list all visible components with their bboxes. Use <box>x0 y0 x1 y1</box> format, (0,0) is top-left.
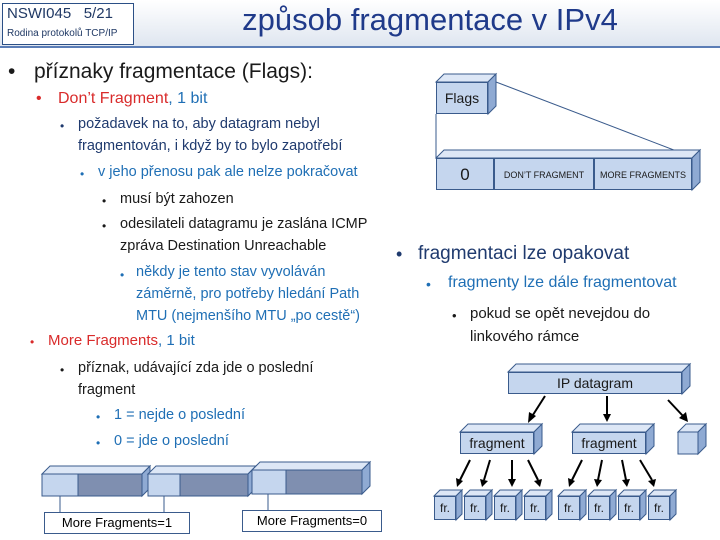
df-discard: musí být zahozen <box>120 191 234 207</box>
mf-one: 1 = nejde o poslední <box>114 407 246 423</box>
leaf-fragment: fr. <box>464 496 486 520</box>
frag2-top <box>146 465 258 475</box>
arrow-head <box>528 412 536 423</box>
leaf-fragment: fr. <box>494 496 516 520</box>
slide-header: NSWI045 5/21 Rodina protokolů TCP/IP způ… <box>0 0 720 48</box>
df-desc-line2: fragmentován, i když by to bylo zapotřeb… <box>78 138 343 154</box>
bullet-dot-icon: • <box>426 276 431 292</box>
bullet-dot-icon: • <box>102 194 107 208</box>
leaf-fragment: fr. <box>588 496 610 520</box>
bit-row-side <box>691 148 701 192</box>
frag1-top <box>40 465 152 475</box>
df-intent-line1: někdy je tento stav vyvoláván <box>136 264 326 280</box>
mf-desc-line1: příznak, udávající zda jde o poslední <box>78 360 314 376</box>
flags-connector-right <box>495 81 701 161</box>
flags-box: Flags <box>436 82 488 114</box>
bullet-dot-icon: • <box>452 308 457 323</box>
flags-box-side <box>487 72 497 116</box>
ip-datagram-top <box>506 363 692 373</box>
bullet-dot-icon: • <box>60 119 65 133</box>
course-code-text: NSWI045 <box>7 5 72 22</box>
bullet-dot-icon: • <box>96 436 101 450</box>
leaf-fragment: fr. <box>434 496 456 520</box>
frag1-payload <box>77 473 143 497</box>
frag2-header <box>147 473 181 497</box>
course-name: Rodina protokolů TCP/IP <box>7 28 118 39</box>
fragment-b-side <box>645 422 655 456</box>
slide-title: způsob fragmentace v IPv4 <box>242 2 618 37</box>
arrow-head <box>679 412 688 422</box>
fragment-a-side <box>533 422 543 456</box>
flags-box-top <box>434 73 498 83</box>
arrow-to-fragment-a <box>530 395 546 419</box>
bullet-dot-icon: • <box>36 90 42 107</box>
repeat-heading: fragmentaci lze opakovat <box>418 243 630 264</box>
bullet-dot-icon: • <box>102 219 107 233</box>
fragment-b-box: fragment <box>572 432 646 454</box>
bit-zero: 0 <box>436 158 494 190</box>
arrow-to-small-fragment <box>667 399 684 417</box>
df-transfer: v jeho přenosu pak ale nelze pokračovat <box>98 164 358 180</box>
bullet-dot-icon: • <box>120 268 125 282</box>
small-fragment-box <box>677 431 699 455</box>
mf-zero: 0 = jde o poslední <box>114 433 229 449</box>
df-icmp-line1: odesilateli datagramu je zaslána ICMP <box>120 216 368 232</box>
frag1-header <box>41 473 79 497</box>
bit-more-fragments: MORE FRAGMENTS <box>594 158 692 190</box>
bullet-dot-icon: • <box>396 244 403 264</box>
more-fragments-line: More Fragments, 1 bit <box>48 332 195 349</box>
arrow-head <box>603 414 611 422</box>
dont-fragment-line: Don’t Fragment, 1 bit <box>58 90 207 108</box>
ip-datagram-side <box>681 362 691 396</box>
more-fragments-name: More Fragments <box>48 332 159 349</box>
frag3-top <box>250 461 372 471</box>
ip-datagram-box: IP datagram <box>508 372 682 394</box>
flags-heading: příznaky fragmentace (Flags): <box>34 60 313 83</box>
fragment-b-top <box>570 423 656 433</box>
mf1-label: More Fragments=1 <box>44 512 190 534</box>
fragment-a-top <box>458 423 544 433</box>
leaf-fragment: fr. <box>618 496 640 520</box>
df-desc-line1: požadavek na to, aby datagram nebyl <box>78 116 320 132</box>
leaf-fragment: fr. <box>648 496 670 520</box>
slide-number: 5/21 <box>83 5 113 22</box>
df-intent-line2: záměrně, pro potřeby hledání Path <box>136 286 360 302</box>
bit-dont-fragment: DON’T FRAGMENT <box>494 158 594 190</box>
repeat-line2: linkového rámce <box>470 328 580 345</box>
mf-desc-line2: fragment <box>78 382 136 398</box>
dont-fragment-size: , 1 bit <box>168 90 208 107</box>
leaf-fragment: fr. <box>524 496 546 520</box>
bit-row-top <box>434 149 702 159</box>
dont-fragment-name: Don’t Fragment <box>58 90 169 107</box>
mf0-label: More Fragments=0 <box>242 510 382 532</box>
fragment-a-box: fragment <box>460 432 534 454</box>
df-icmp-line2: zpráva Destination Unreachable <box>120 238 327 254</box>
fragment-a-arrows <box>459 459 539 481</box>
more-fragments-size: , 1 bit <box>158 332 195 349</box>
frag2-payload <box>179 473 249 497</box>
repeat-sub: fragmenty lze dále fragmentovat <box>448 274 677 291</box>
bullet-dot-icon: • <box>30 335 35 349</box>
fragment-b-arrowheads <box>568 478 656 487</box>
repeat-line1: pokud se opět nevejdou do <box>470 305 651 322</box>
fragment-b-arrows <box>571 459 653 481</box>
frag3-header <box>251 469 287 495</box>
df-intent-line3: MTU (nejmenšího MTU „po cestě“) <box>136 308 360 324</box>
course-badge: NSWI045 5/21 Rodina protokolů TCP/IP <box>2 3 134 45</box>
course-code: NSWI045 5/21 <box>7 5 113 22</box>
bullet-dot-icon: • <box>8 60 16 83</box>
bullet-dot-icon: • <box>60 363 65 377</box>
leaf-fragment: fr. <box>558 496 580 520</box>
fragment-a-arrowheads <box>456 478 542 487</box>
bullet-dot-icon: • <box>80 167 85 181</box>
bullet-dot-icon: • <box>96 410 101 424</box>
frag3-payload <box>285 469 363 495</box>
